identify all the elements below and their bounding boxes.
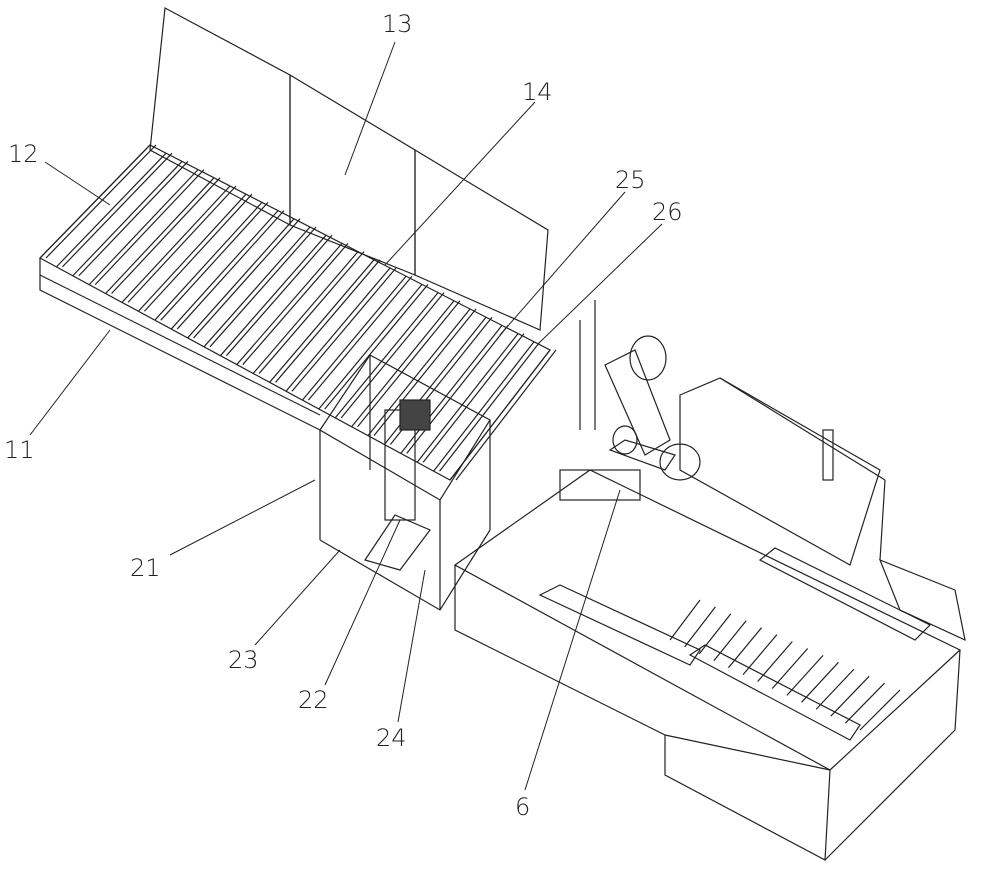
- label-26: 26: [652, 198, 683, 226]
- roller: [318, 284, 423, 410]
- roller: [143, 193, 253, 312]
- back-panels: [149, 7, 549, 331]
- bed-roller: [698, 613, 732, 655]
- label-6: 6: [515, 793, 531, 821]
- label-24: 24: [376, 724, 407, 752]
- roller: [121, 185, 231, 303]
- control-cabinet: [679, 377, 966, 642]
- roller: [334, 292, 439, 419]
- bed-roller: [727, 627, 763, 669]
- conveyor-frame: [39, 144, 551, 481]
- robot-arm: [559, 300, 701, 501]
- main-bed: [453, 469, 962, 861]
- roller: [439, 341, 541, 472]
- bed-roller: [859, 689, 901, 731]
- roller: [400, 325, 503, 454]
- bed-roller: [786, 654, 824, 696]
- roller: [203, 226, 311, 348]
- roller: [61, 152, 173, 268]
- roller: [160, 201, 269, 321]
- roller: [45, 144, 157, 259]
- roller: [111, 177, 221, 294]
- roller: [78, 160, 189, 277]
- roller: [455, 349, 557, 481]
- roller: [55, 152, 167, 268]
- label-14: 14: [522, 78, 553, 106]
- roller: [285, 267, 391, 392]
- roller: [340, 292, 445, 419]
- roller-conveyor: [39, 144, 557, 481]
- bed-roller: [801, 661, 839, 703]
- roller: [269, 259, 375, 383]
- roller: [236, 243, 343, 365]
- label-12: 12: [8, 140, 39, 168]
- roller: [176, 210, 285, 330]
- roller: [187, 218, 295, 339]
- roller: [252, 251, 359, 374]
- bed-roller: [669, 599, 701, 641]
- roller: [225, 234, 333, 357]
- roller: [105, 177, 215, 294]
- roller: [127, 185, 237, 303]
- bed-roller: [684, 606, 716, 648]
- roller: [291, 267, 397, 392]
- roller: [170, 210, 279, 330]
- roller: [324, 284, 429, 410]
- roller: [154, 201, 263, 321]
- lifting-frame: [319, 354, 491, 611]
- bed-roller: [742, 634, 778, 676]
- roller: [193, 218, 301, 339]
- label-13: 13: [382, 10, 413, 38]
- roller: [242, 243, 349, 365]
- roller: [209, 226, 317, 348]
- bed-roller: [815, 668, 855, 710]
- roller: [406, 325, 509, 454]
- bed-roller: [771, 648, 809, 689]
- roller: [416, 333, 519, 463]
- roller: [219, 234, 327, 357]
- bed-roller: [830, 675, 870, 717]
- roller: [357, 300, 461, 428]
- label-11: 11: [4, 436, 35, 464]
- roller: [351, 300, 455, 428]
- label-21: 21: [130, 554, 161, 582]
- roller: [422, 333, 525, 463]
- roller: [307, 275, 413, 401]
- roller: [373, 308, 477, 436]
- roller: [301, 275, 407, 401]
- roller: [88, 169, 199, 286]
- bed-roller: [844, 682, 886, 724]
- roller: [94, 169, 205, 286]
- label-23: 23: [228, 646, 259, 674]
- leader-lines: [29, 41, 663, 791]
- label-25: 25: [615, 166, 646, 194]
- label-22: 22: [298, 686, 329, 714]
- roller: [258, 251, 365, 374]
- roller: [72, 160, 183, 277]
- roller: [433, 341, 535, 472]
- roller: [137, 193, 247, 312]
- roller: [275, 259, 381, 383]
- bed-roller: [713, 620, 747, 662]
